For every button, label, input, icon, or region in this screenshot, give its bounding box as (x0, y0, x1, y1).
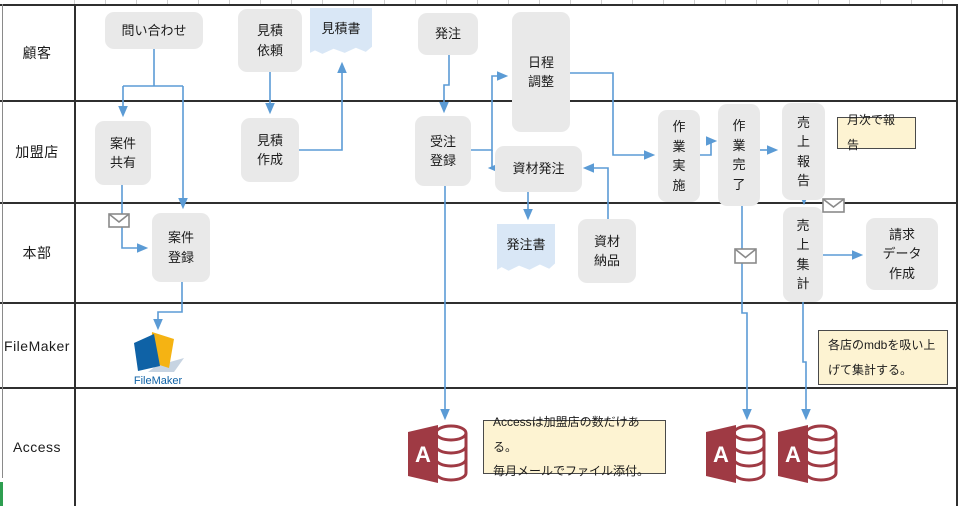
node-billing-data-label: 請求 データ 作成 (882, 226, 922, 281)
node-sales-total-label: 売 上 集 計 (796, 217, 810, 292)
node-work-complete[interactable]: 作 業 完 了 (718, 104, 760, 206)
access-letter-2: A (713, 442, 729, 467)
note-monthly-report-text: 月次で報告 (847, 113, 896, 152)
node-case-share-label: 案件 共有 (109, 135, 136, 171)
node-quote-create-label: 見積 作成 (256, 132, 283, 168)
node-quote-request[interactable]: 見積 依頼 (238, 9, 302, 72)
document-purchase-order[interactable]: 発注書 (497, 224, 555, 271)
filemaker-wordmark: FileMaker (134, 375, 183, 387)
lane-divider-3 (0, 302, 958, 304)
lane-label-headquarters-text: 本部 (22, 245, 52, 261)
lane-label-access-text: Access (12, 439, 62, 455)
mail-icon-case-share[interactable] (108, 213, 130, 228)
node-billing-data[interactable]: 請求 データ 作成 (866, 218, 938, 290)
lane-border-top (0, 4, 958, 6)
node-quote-create[interactable]: 見積 作成 (241, 118, 299, 182)
lane-border-right (956, 4, 958, 506)
node-schedule-adjust[interactable]: 日程 調整 (512, 12, 570, 132)
filemaker-icon[interactable]: FileMaker (126, 330, 190, 388)
lane-label-customer-text: 顧客 (22, 44, 52, 61)
note-monthly-report[interactable]: 月次で報告 (837, 113, 916, 152)
lane-divider-2 (0, 202, 958, 204)
lane-label-filemaker: FileMaker (0, 303, 74, 388)
node-sales-report[interactable]: 売 上 報 告 (782, 103, 825, 200)
access-letter-1: A (415, 442, 431, 467)
access-db-icon-2[interactable]: A (706, 423, 766, 485)
lane-divider-1 (0, 100, 958, 102)
lane-label-customer: 顧客 (0, 4, 74, 101)
document-quote[interactable]: 見積書 (310, 8, 372, 54)
node-material-delivery[interactable]: 資材 納品 (578, 219, 636, 283)
note-mdb-collect-text: 各店のmdbを吸い上 げて集計する。 (828, 337, 936, 377)
lane-label-franchise: 加盟店 (0, 101, 74, 203)
note-access-files-text: Accessは加盟店の数だけある。 毎月メールでファイル添付。 (493, 415, 650, 479)
node-material-order[interactable]: 資材発注 (495, 146, 582, 192)
lane-label-franchise-text: 加盟店 (15, 144, 59, 160)
lane-divider-4 (0, 387, 958, 389)
node-order[interactable]: 発注 (418, 13, 478, 55)
note-access-files[interactable]: Accessは加盟店の数だけある。 毎月メールでファイル添付。 (483, 415, 666, 478)
node-work-execute[interactable]: 作 業 実 施 (658, 110, 700, 202)
grid-ticks (74, 0, 958, 4)
mail-icon-work-complete[interactable] (734, 248, 757, 264)
node-sales-report-label: 売 上 報 告 (796, 114, 810, 189)
lane-label-access: Access (0, 388, 74, 506)
node-work-execute-label: 作 業 実 施 (672, 119, 686, 193)
access-db-icon-1[interactable]: A (408, 423, 468, 485)
node-sales-total[interactable]: 売 上 集 計 (783, 207, 823, 302)
lane-label-headquarters: 本部 (0, 203, 74, 303)
document-purchase-order-label: 発注書 (506, 237, 546, 252)
note-mdb-collect[interactable]: 各店のmdbを吸い上 げて集計する。 (818, 330, 948, 385)
lane-border-left (2, 4, 3, 478)
node-inquiry-label: 問い合わせ (121, 22, 187, 38)
node-material-order-label: 資材発注 (512, 161, 565, 177)
node-schedule-adjust-label: 日程 調整 (527, 54, 554, 90)
node-case-entry-label: 案件 登録 (167, 230, 194, 265)
node-work-complete-label: 作 業 完 了 (732, 118, 746, 192)
node-inquiry[interactable]: 問い合わせ (105, 12, 203, 49)
node-case-entry[interactable]: 案件 登録 (152, 213, 210, 282)
node-material-delivery-label: 資材 納品 (593, 233, 620, 269)
label-column-divider (74, 4, 76, 506)
node-order-entry-label: 受注 登録 (429, 133, 456, 169)
lane-label-filemaker-text: FileMaker (4, 337, 70, 354)
green-edge-fragment (0, 482, 3, 506)
node-order-entry[interactable]: 受注 登録 (415, 116, 471, 186)
access-db-icon-3[interactable]: A (778, 423, 838, 485)
node-order-label: 発注 (434, 26, 461, 42)
node-quote-request-label: 見積 依頼 (256, 23, 283, 58)
access-letter-3: A (785, 442, 801, 467)
document-quote-label: 見積書 (321, 21, 361, 36)
mail-icon-sales-report[interactable] (822, 198, 845, 213)
node-case-share[interactable]: 案件 共有 (95, 121, 151, 185)
